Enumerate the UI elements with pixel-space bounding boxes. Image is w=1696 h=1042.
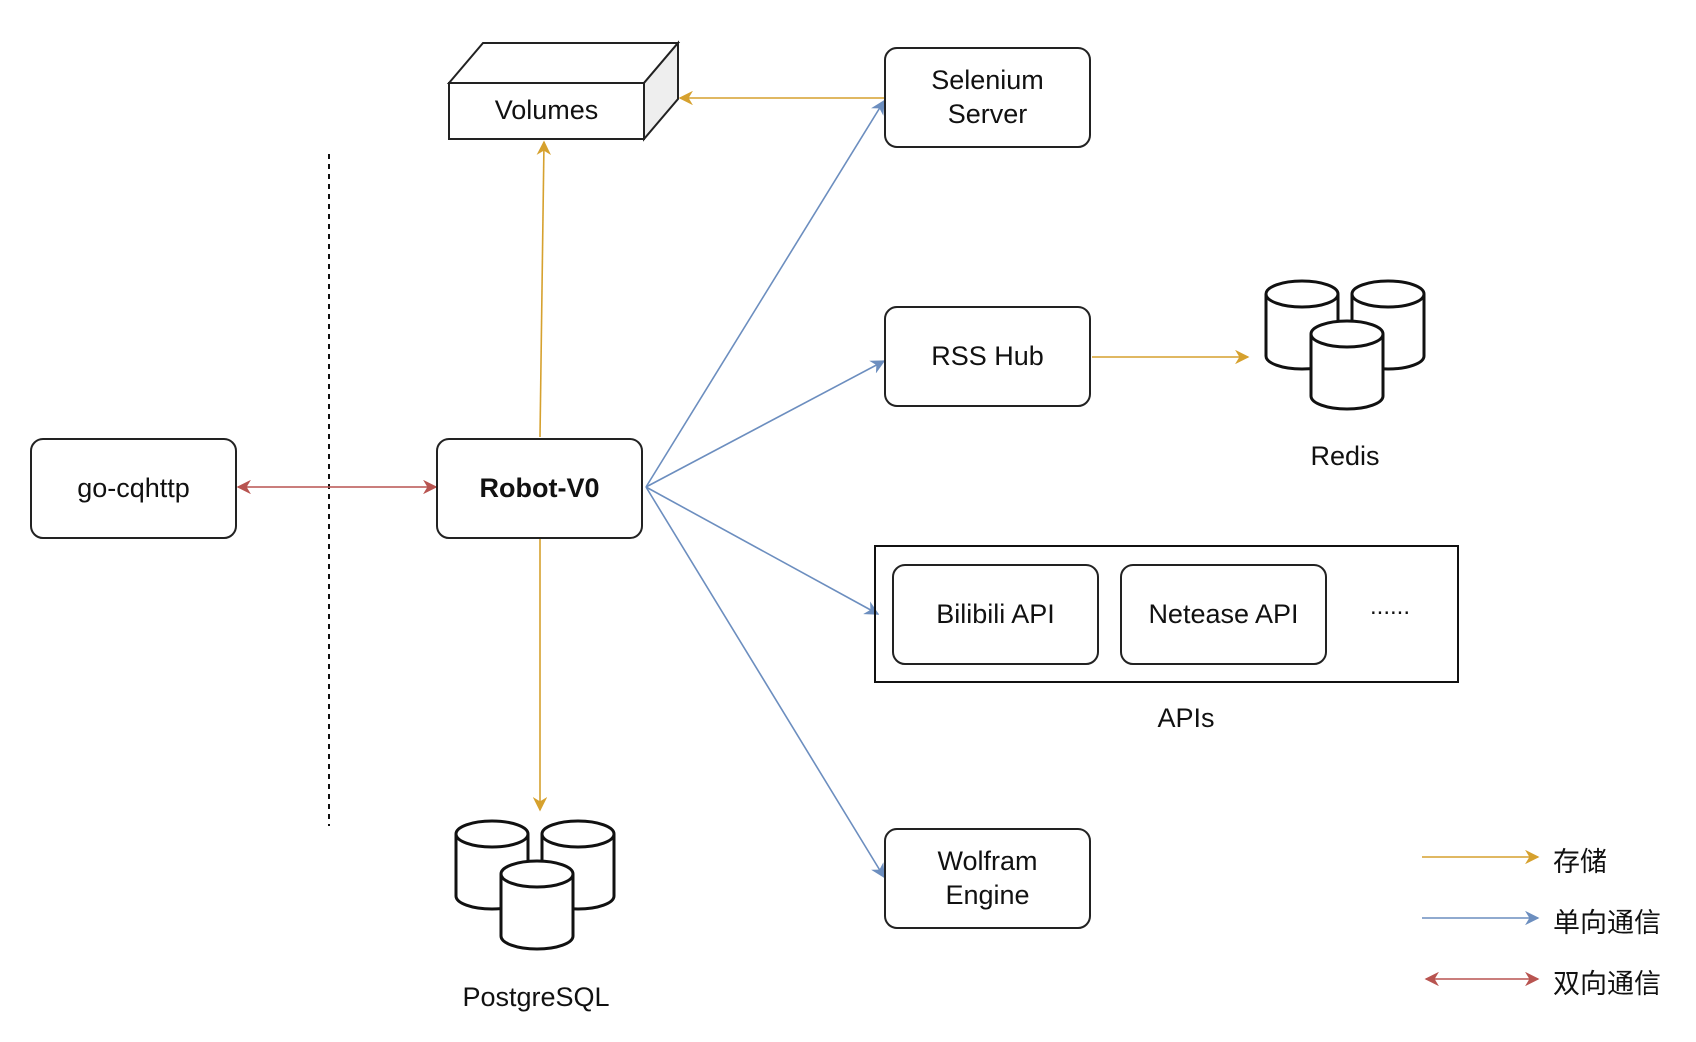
postgresql-label: PostgreSQL <box>462 982 610 1012</box>
volumes-label: Volumes <box>494 95 599 125</box>
edge-robot-rsshub <box>645 360 886 488</box>
bilibili-api-label: Bilibili API <box>936 598 1055 629</box>
volumes-box-shape <box>446 40 681 142</box>
wolfram-engine-node: Wolfram Engine <box>884 828 1091 929</box>
netease-api-node: Netease API <box>1120 564 1327 665</box>
rss-hub-node: RSS Hub <box>884 306 1091 407</box>
bilibili-api-node: Bilibili API <box>892 564 1099 665</box>
legend-one-way-label: 单向通信 <box>1553 908 1661 938</box>
wolfram-label-line2: Engine <box>945 879 1030 910</box>
redis-database-icon <box>1264 279 1426 411</box>
legend-storage-label: 存储 <box>1553 847 1607 877</box>
legend-two-way-label: 双向通信 <box>1553 969 1661 999</box>
selenium-label-line2: Server <box>947 98 1028 129</box>
netease-api-label: Netease API <box>1148 598 1299 629</box>
go-cqhttp-node: go-cqhttp <box>30 438 237 539</box>
go-cqhttp-label: go-cqhttp <box>77 472 190 503</box>
edge-robot-apis <box>645 486 880 615</box>
postgresql-database-icon <box>454 819 616 951</box>
redis-label: Redis <box>1310 441 1380 471</box>
robot-v0-label: Robot-V0 <box>479 472 600 503</box>
rss-hub-label: RSS Hub <box>931 340 1044 371</box>
apis-container <box>874 545 1459 683</box>
selenium-server-node: Selenium Server <box>884 47 1091 148</box>
apis-group-label: APIs <box>1157 703 1215 733</box>
selenium-label-line1: Selenium <box>931 64 1044 95</box>
wolfram-label-line1: Wolfram <box>937 845 1038 876</box>
edge-robot-wolfram <box>645 486 885 879</box>
edge-robot-volumes <box>536 140 552 438</box>
robot-v0-node: Robot-V0 <box>436 438 643 539</box>
edge-robot-selenium <box>645 99 885 488</box>
apis-ellipsis: ...... <box>1369 593 1410 620</box>
